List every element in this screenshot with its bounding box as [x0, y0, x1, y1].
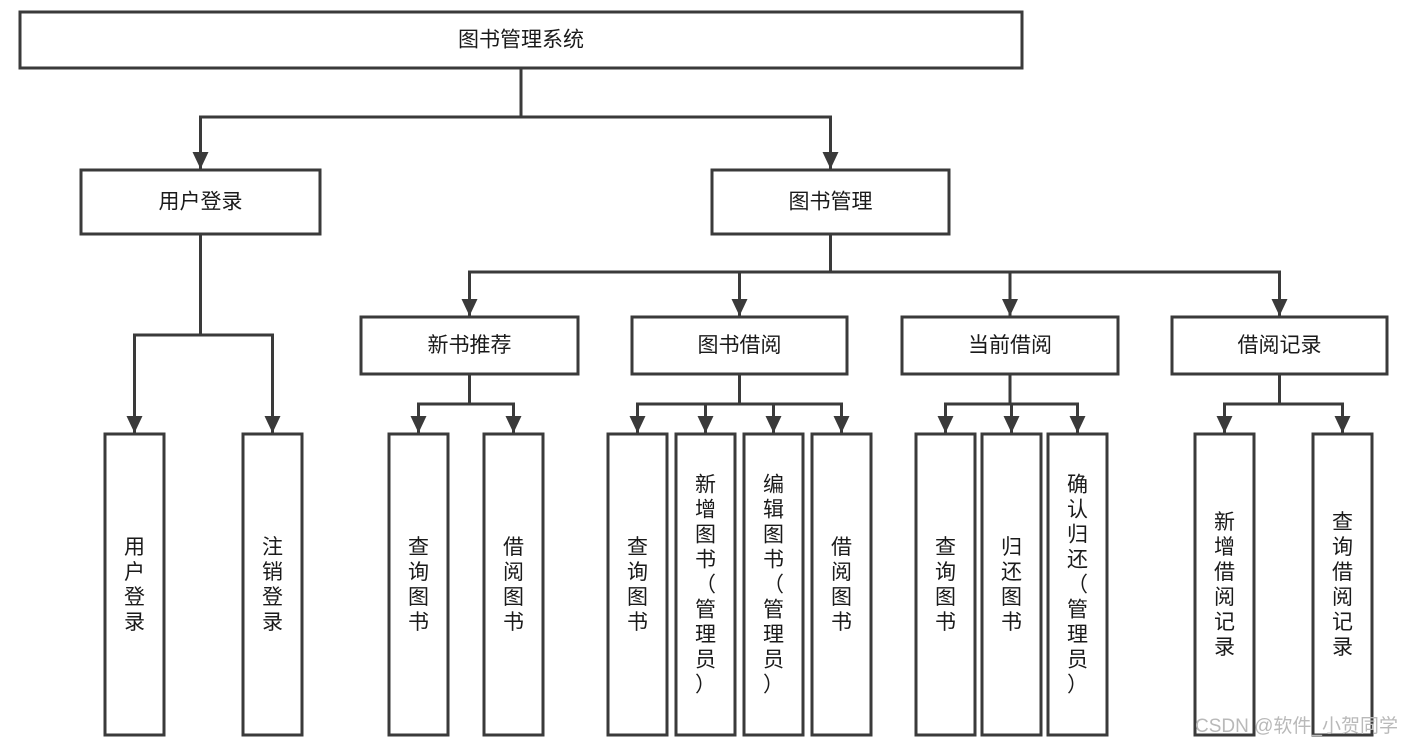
leaf-node-box[interactable]: [387, 432, 450, 737]
level3-node-3[interactable]: 借阅记录: [1170, 315, 1389, 376]
level3-node-box[interactable]: [630, 315, 849, 376]
arrow-head-icon: [264, 416, 281, 433]
leaf-node-label: 归还图书: [1001, 536, 1022, 634]
leaf-node-10[interactable]: 确认归还（管理员）: [1046, 432, 1109, 737]
level2-node-box[interactable]: [79, 168, 322, 236]
arrow-head-icon: [937, 416, 954, 433]
leaf-node-label: 查询借阅记录: [1332, 511, 1353, 659]
leaf-node-2[interactable]: 查询图书: [387, 432, 450, 737]
arrow-head-icon: [731, 299, 748, 316]
arrow-head-icon: [1002, 299, 1018, 316]
level2-node-0[interactable]: 用户登录: [79, 168, 322, 236]
level3-node-box[interactable]: [359, 315, 580, 376]
leaf-node-11[interactable]: 新增借阅记录: [1193, 432, 1256, 737]
arrow-head-icon: [505, 416, 522, 433]
level3-node-1[interactable]: 图书借阅: [630, 315, 849, 376]
leaf-node-label: 新增图书（管理员）: [695, 474, 716, 697]
leaf-node-label: 注销登录: [262, 536, 283, 634]
leaf-node-12[interactable]: 查询借阅记录: [1311, 432, 1374, 737]
nodes-layer: 图书管理系统用户登录图书管理新书推荐图书借阅当前借阅借阅记录用户登录注销登录查询…: [18, 10, 1389, 737]
leaf-node-box[interactable]: [482, 432, 545, 737]
leaf-node-label: 借阅图书: [503, 536, 524, 634]
csdn-watermark: CSDN @软件_小贺同学: [1195, 715, 1398, 737]
leaf-node-label: 查询图书: [935, 536, 956, 634]
level2-node-label: 用户登录: [159, 191, 243, 214]
arrow-head-icon: [126, 416, 143, 433]
arrow-head-icon: [1003, 416, 1020, 433]
leaf-node-box[interactable]: [742, 432, 805, 737]
arrow-head-icon: [410, 416, 427, 433]
level3-node-label: 图书借阅: [698, 334, 782, 357]
arrow-head-icon: [697, 416, 714, 433]
level3-node-label: 当前借阅: [968, 334, 1052, 357]
leaf-node-box[interactable]: [606, 432, 669, 737]
arrow-head-icon: [1069, 416, 1086, 433]
arrow-head-icon: [765, 416, 782, 433]
leaf-node-1[interactable]: 注销登录: [241, 432, 304, 737]
level3-node-box[interactable]: [1170, 315, 1389, 376]
leaf-node-box[interactable]: [1193, 432, 1256, 737]
level2-node-label: 图书管理: [789, 191, 873, 214]
leaf-node-box[interactable]: [103, 432, 166, 737]
level3-node-label: 新书推荐: [428, 334, 512, 357]
level3-node-2[interactable]: 当前借阅: [900, 315, 1120, 376]
level3-node-label: 借阅记录: [1238, 334, 1322, 357]
arrow-head-icon: [1271, 299, 1288, 316]
leaf-node-label: 确认归还（管理员）: [1067, 474, 1088, 697]
arrow-head-icon: [192, 152, 209, 169]
level3-node-box[interactable]: [900, 315, 1120, 376]
leaf-node-label: 编辑图书（管理员）: [763, 474, 784, 697]
connectors-layer: [126, 66, 1351, 435]
leaf-node-4[interactable]: 查询图书: [606, 432, 669, 737]
leaf-node-label: 查询图书: [627, 536, 648, 634]
arrow-head-icon: [629, 416, 646, 433]
leaf-node-label: 查询图书: [408, 536, 429, 634]
leaf-node-label: 用户登录: [124, 536, 145, 634]
leaf-node-box[interactable]: [241, 432, 304, 737]
level2-node-1[interactable]: 图书管理: [710, 168, 951, 236]
leaf-node-box[interactable]: [810, 432, 873, 737]
leaf-node-5[interactable]: 新增图书（管理员）: [674, 432, 737, 737]
leaf-node-6[interactable]: 编辑图书（管理员）: [742, 432, 805, 737]
arrow-head-icon: [1334, 416, 1351, 433]
leaf-node-box[interactable]: [1311, 432, 1374, 737]
leaf-node-3[interactable]: 借阅图书: [482, 432, 545, 737]
leaf-node-label: 借阅图书: [831, 536, 852, 634]
arrow-head-icon: [1216, 416, 1233, 433]
root-node-0[interactable]: 图书管理系统: [18, 10, 1024, 70]
level2-node-box[interactable]: [710, 168, 951, 236]
leaf-node-box[interactable]: [1046, 432, 1109, 737]
level3-node-0[interactable]: 新书推荐: [359, 315, 580, 376]
leaf-node-0[interactable]: 用户登录: [103, 432, 166, 737]
leaf-node-8[interactable]: 查询图书: [914, 432, 977, 737]
arrow-head-icon: [833, 416, 850, 433]
leaf-node-box[interactable]: [674, 432, 737, 737]
root-node-box[interactable]: [18, 10, 1024, 70]
arrow-head-icon: [461, 299, 478, 316]
leaf-node-label: 新增借阅记录: [1214, 511, 1235, 659]
leaf-node-7[interactable]: 借阅图书: [810, 432, 873, 737]
leaf-node-box[interactable]: [914, 432, 977, 737]
leaf-node-9[interactable]: 归还图书: [980, 432, 1043, 737]
leaf-node-box[interactable]: [980, 432, 1043, 737]
arrow-head-icon: [822, 152, 839, 169]
root-node-label: 图书管理系统: [458, 29, 584, 52]
